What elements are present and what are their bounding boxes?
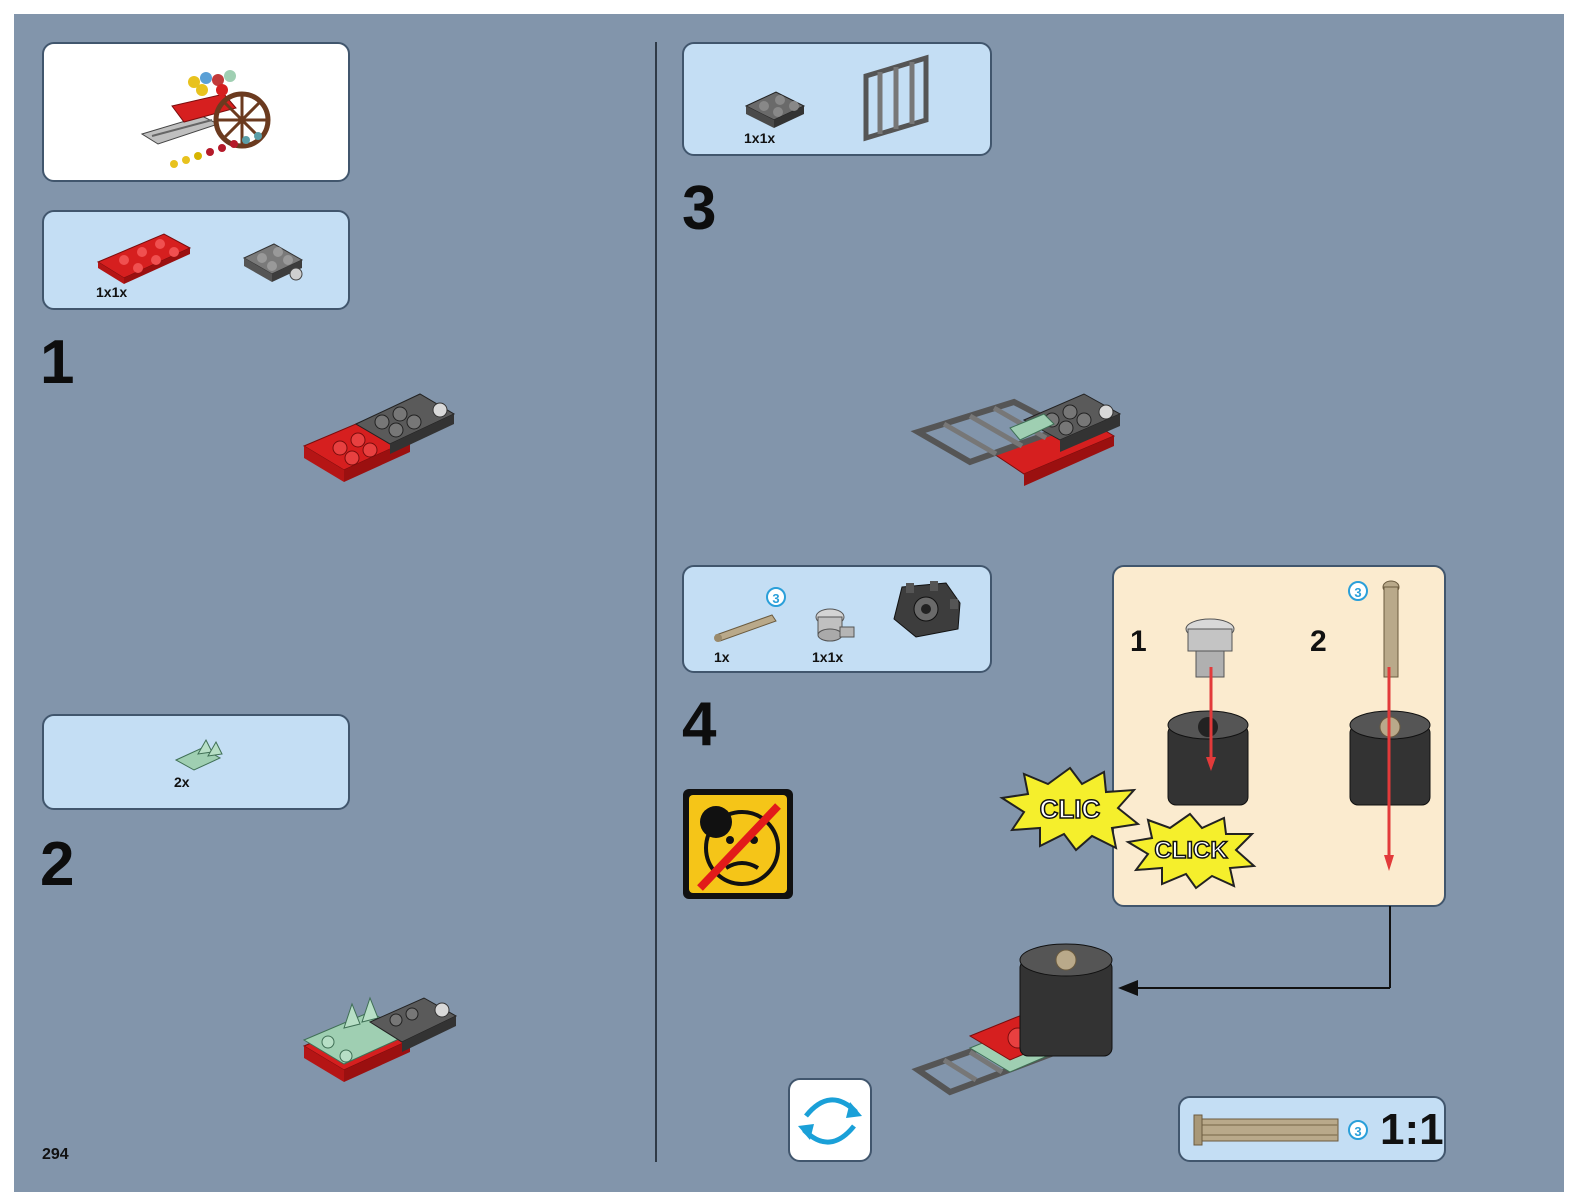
gray-fence-part xyxy=(863,54,929,142)
step3-assembly-illustration xyxy=(910,393,1122,486)
scale-axle-illustration xyxy=(1193,1114,1339,1146)
dark-gray-plate-part xyxy=(744,91,806,128)
cart-preview-illustration xyxy=(140,70,271,168)
red-plate-part xyxy=(96,233,192,284)
step4-part-qty-a: 1x xyxy=(714,649,730,665)
scale-length-badge: 3 xyxy=(1348,1120,1368,1140)
submodel-preview xyxy=(42,42,350,182)
gear-illustration-1 xyxy=(1167,710,1249,806)
scale-ratio: 1:1 xyxy=(1380,1105,1444,1154)
step2-assembly-illustration xyxy=(302,996,458,1082)
sand-green-tooth-part xyxy=(174,738,223,771)
gray-bush-part xyxy=(815,608,855,642)
axle-length-badge: 3 xyxy=(766,587,786,607)
callout-substep-1: 1 xyxy=(1130,625,1147,658)
rotate-model-button xyxy=(788,1078,872,1162)
rotate-model-icon xyxy=(798,1097,862,1145)
step2-part-qty: 2x xyxy=(174,774,190,790)
small-parts-warning-icon xyxy=(683,789,793,899)
step2-parts-list: 2x xyxy=(42,714,350,810)
step3-part-qty: 1x1x xyxy=(744,130,776,146)
column-divider xyxy=(655,42,657,1162)
step4-assembly-illustration xyxy=(911,943,1113,1096)
page-number: 294 xyxy=(42,1146,69,1163)
step1-part-qty: 1x1x xyxy=(96,284,128,300)
insert-arrow-2 xyxy=(1384,667,1394,871)
step4-parts-list: 3 1x 1x1x xyxy=(682,565,992,673)
step-number-3: 3 xyxy=(682,174,717,243)
clic-text: CLIC xyxy=(1040,794,1101,824)
callout-pointer-line xyxy=(1118,906,1391,996)
callout-length-badge: 3 xyxy=(1348,581,1368,601)
step1-parts-list: 1x1x xyxy=(42,210,350,310)
tan-axle-part xyxy=(714,614,777,642)
step-number-2: 2 xyxy=(40,830,75,899)
sub-assembly-callout: 1 2 3 xyxy=(1112,565,1446,907)
instruction-page: 1x1x 1 xyxy=(14,14,1564,1192)
tan-axle-illustration xyxy=(1382,580,1400,678)
insert-arrow-1 xyxy=(1206,667,1216,771)
step-number-1: 1 xyxy=(40,328,75,397)
clic-sound-burst: CLIC xyxy=(999,766,1141,852)
step-number-4: 4 xyxy=(682,690,717,759)
step4-part-qty-b: 1x1x xyxy=(812,649,844,665)
step1-assembly-illustration xyxy=(302,393,456,482)
callout-substep-2: 2 xyxy=(1310,625,1327,658)
dark-gray-plate-part xyxy=(242,243,304,282)
dark-gray-gear-part xyxy=(893,581,961,638)
click-text: CLICK xyxy=(1154,837,1228,864)
click-sound-burst: CLICK xyxy=(1125,812,1257,890)
bush-part-illustration xyxy=(1185,618,1235,678)
step3-parts-list: 1x1x xyxy=(682,42,992,156)
scale-reference-box: 3 1:1 xyxy=(1178,1096,1446,1162)
